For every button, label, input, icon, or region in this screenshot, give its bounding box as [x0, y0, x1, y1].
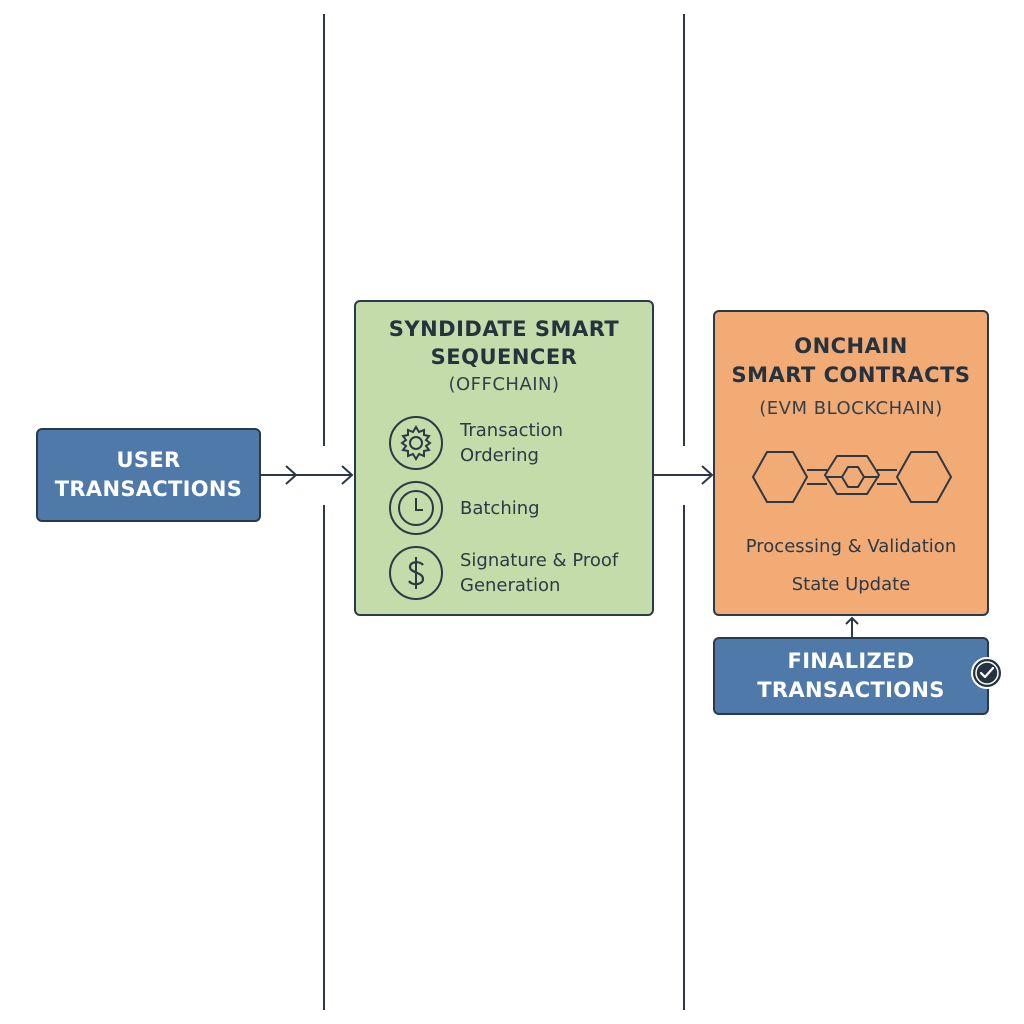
sequencer-box: SYNDIDATE SMART SEQUENCER (OFFCHAIN) Tra…	[354, 300, 654, 616]
check-icon	[971, 657, 1003, 689]
arrow-finalized-to-contracts	[845, 616, 859, 638]
gear-icon	[389, 416, 443, 470]
dollar-icon	[389, 546, 443, 600]
sequencer-subtitle: (OFFCHAIN)	[448, 374, 560, 395]
lane-divider-left-bottom	[323, 505, 325, 1010]
arrow-sequencer-to-contracts	[654, 465, 714, 485]
contracts-processing-label: Processing & Validation	[745, 536, 957, 557]
step-batching: Batching	[388, 480, 642, 536]
blockchain-hexagons-icon	[752, 451, 952, 503]
step-ordering-label: Transaction Ordering	[460, 418, 563, 468]
lane-divider-right-bottom	[683, 505, 685, 1010]
clock-icon	[389, 481, 443, 535]
step-ordering-line1: Transaction	[460, 420, 563, 441]
step-transaction-ordering: Transaction Ordering	[388, 415, 642, 471]
contracts-subtitle: (EVM BLOCKCHAIN)	[759, 398, 943, 419]
onchain-contracts-box: ONCHAIN SMART CONTRACTS (EVM BLOCKCHAIN)…	[713, 310, 989, 616]
step-batching-label: Batching	[460, 496, 540, 521]
finalized-line2: TRANSACTIONS	[757, 678, 945, 702]
step-signature-proof: Signature & Proof Generation	[388, 545, 642, 601]
step-batching-line1: Batching	[460, 497, 540, 519]
arrow-user-to-sequencer	[260, 465, 354, 485]
user-transactions-line1: USER	[116, 448, 181, 472]
contracts-title-line2: SMART CONTRACTS	[731, 363, 971, 387]
lane-divider-right-top	[683, 14, 685, 446]
step-signature-line1: Signature & Proof	[460, 550, 619, 571]
contracts-state-update-label: State Update	[791, 574, 911, 595]
contracts-title-line1: ONCHAIN	[794, 334, 908, 358]
step-ordering-line2: Ordering	[460, 445, 539, 466]
user-transactions-line2: TRANSACTIONS	[54, 477, 243, 501]
finalized-line1: FINALIZED	[787, 649, 915, 673]
step-signature-line2: Generation	[460, 575, 561, 596]
step-signature-label: Signature & Proof Generation	[460, 548, 618, 598]
user-transactions-box: USER TRANSACTIONS	[36, 428, 261, 522]
finalized-transactions-box: FINALIZED TRANSACTIONS	[713, 637, 989, 715]
lane-divider-left-top	[323, 14, 325, 446]
sequencer-title-line1: SYNDIDATE SMART	[388, 317, 620, 341]
sequencer-title-line2: SEQUENCER	[430, 345, 578, 369]
